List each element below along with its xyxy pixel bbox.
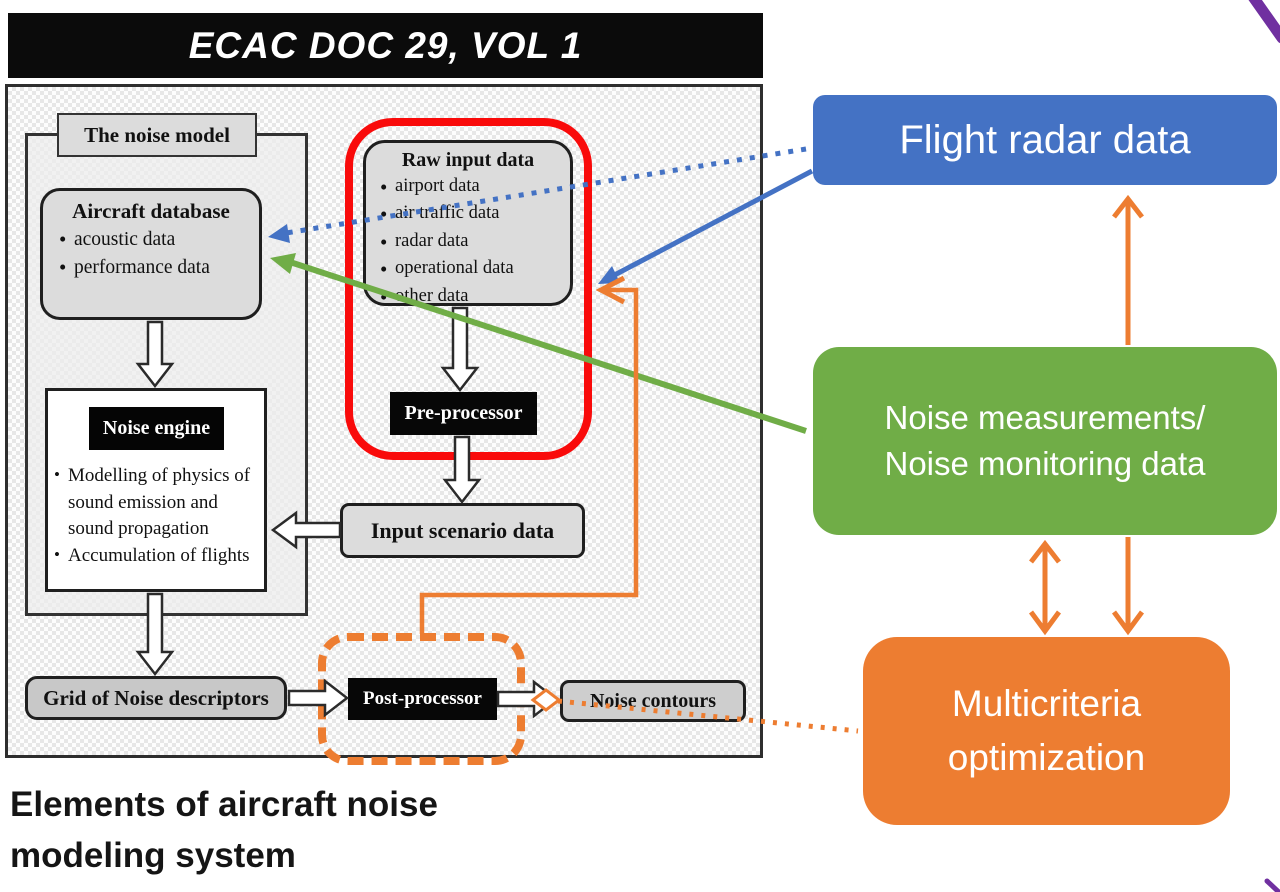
noise-engine-label: Noise engine bbox=[89, 407, 224, 450]
figure-caption: Elements of aircraft noise modeling syst… bbox=[10, 780, 438, 882]
caption-line2: modeling system bbox=[10, 835, 296, 875]
multicriteria-optimization-box: Multicriteria optimization bbox=[863, 637, 1230, 825]
flight-radar-data-box: Flight radar data bbox=[813, 95, 1277, 185]
diagram-container: The noise model Aircraft database acoust… bbox=[5, 84, 763, 765]
raw-input-data-box: Raw input data airport data air traffic … bbox=[363, 140, 573, 313]
orange-double-arrowhead-up bbox=[1029, 539, 1061, 564]
aircraft-database-bullets: acoustic data performance data bbox=[57, 225, 259, 282]
raw-input-bullets: airport data air traffic data radar data… bbox=[378, 172, 570, 313]
multicriteria-line2: optimization bbox=[947, 737, 1146, 778]
noise-engine-box: Noise engine Modelling of physics of sou… bbox=[45, 388, 267, 592]
multicriteria-line1: Multicriteria bbox=[951, 683, 1142, 725]
orange-double-arrowhead-down bbox=[1028, 610, 1062, 636]
input-scenario-data-box: Input scenario data bbox=[340, 503, 585, 558]
caption-line1: Elements of aircraft noise bbox=[10, 785, 438, 824]
noise-measurements-box: Noise measurements/ Noise monitoring dat… bbox=[813, 347, 1277, 535]
title-text: ECAC DOC 29, VOL 1 bbox=[188, 24, 583, 66]
orange-arrowhead-up-blue bbox=[1112, 194, 1144, 219]
bullet-item: operational data bbox=[378, 254, 570, 286]
noise-engine-bullets: Modelling of physics of sound emission a… bbox=[54, 463, 260, 569]
flight-radar-label: Flight radar data bbox=[899, 117, 1191, 162]
bullet-item: air traffic data bbox=[378, 199, 570, 231]
bullet-item: Accumulation of flights bbox=[54, 543, 260, 570]
bullet-item: Modelling of physics of sound emission a… bbox=[54, 463, 260, 543]
bullet-item: other data bbox=[378, 281, 570, 313]
noise-measurements-line1: Noise measurements/ bbox=[884, 398, 1206, 436]
noise-contours-box: Noise contours bbox=[560, 680, 746, 722]
aircraft-database-box: Aircraft database acoustic data performa… bbox=[40, 188, 262, 320]
bullet-item: airport data bbox=[378, 172, 570, 204]
bullet-item: acoustic data bbox=[57, 225, 259, 254]
bullet-item: radar data bbox=[378, 227, 570, 259]
purple-stroke-bottom-right bbox=[1264, 878, 1280, 892]
pre-processor-box: Pre-processor bbox=[390, 392, 537, 435]
aircraft-database-title: Aircraft database bbox=[72, 199, 230, 223]
noise-model-label: The noise model bbox=[57, 113, 257, 157]
title-bar: ECAC DOC 29, VOL 1 bbox=[8, 13, 763, 78]
noise-measurements-line2: Noise monitoring data bbox=[884, 445, 1206, 482]
purple-stroke-top-right bbox=[1248, 0, 1280, 44]
grid-of-noise-descriptors-box: Grid of Noise descriptors bbox=[25, 676, 287, 720]
orange-arrowhead-down-orange bbox=[1111, 610, 1145, 636]
raw-input-title: Raw input data bbox=[401, 149, 535, 171]
post-processor-box: Post-processor bbox=[348, 678, 497, 720]
bullet-item: performance data bbox=[57, 253, 259, 282]
